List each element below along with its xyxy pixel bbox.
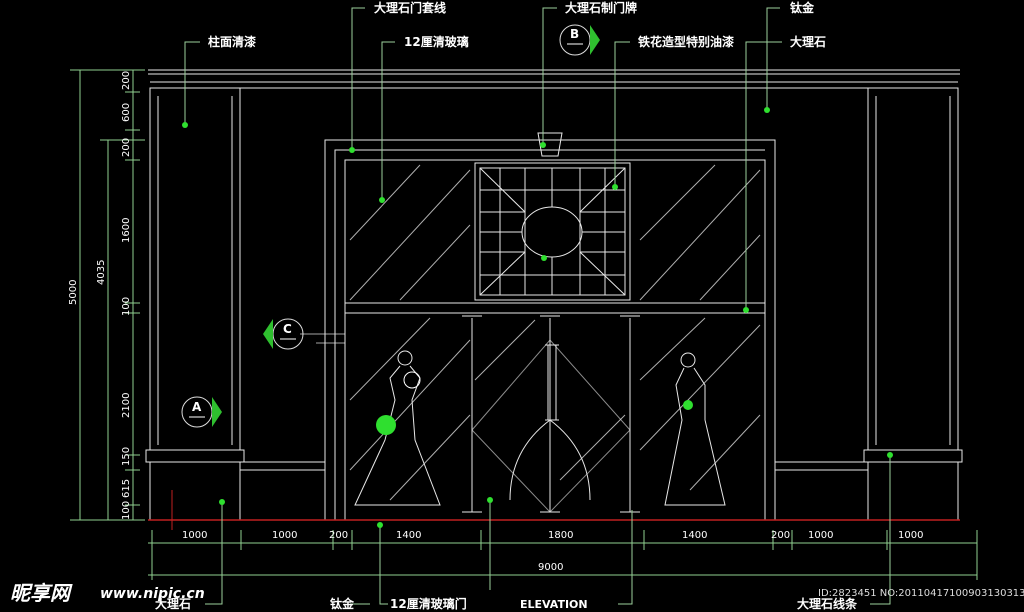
svg-text:100: 100: [121, 297, 132, 316]
vertical-dimensions: 5000 4035 200 600 200 1600 100 2100 150 …: [68, 69, 145, 521]
label-door-trim: 大理石门套线: [374, 0, 446, 15]
left-column: [145, 87, 245, 520]
svg-text:615: 615: [121, 479, 132, 498]
svg-text:1600: 1600: [121, 218, 132, 243]
label-titanium-bottom: 钛金: [330, 596, 355, 611]
watermark-site: 昵享网: [10, 581, 73, 605]
door-plate: [537, 132, 563, 157]
svg-text:1000: 1000: [182, 530, 207, 541]
figure-woman: [664, 352, 726, 506]
svg-text:5000: 5000: [68, 280, 79, 305]
label-marble-bottom: 大理石: [155, 596, 191, 611]
svg-text:150: 150: [121, 447, 132, 466]
iron-ornament: [474, 162, 631, 301]
watermark-url: www.nipic.cn: [100, 586, 205, 602]
svg-text:200: 200: [121, 71, 132, 90]
svg-text:2100: 2100: [121, 393, 132, 418]
svg-text:1000: 1000: [272, 530, 297, 541]
svg-text:1800: 1800: [548, 530, 573, 541]
right-column: [863, 87, 963, 520]
svg-text:1400: 1400: [396, 530, 421, 541]
section-mark-c: C: [263, 318, 345, 350]
svg-text:200: 200: [121, 138, 132, 157]
label-iron-flower: 铁花造型特别油漆: [638, 34, 734, 49]
glass-doors: [462, 315, 640, 513]
svg-text:100: 100: [121, 501, 132, 520]
svg-text:1000: 1000: [808, 530, 833, 541]
svg-text:9000: 9000: [538, 562, 563, 573]
label-marble-strip: 大理石线条: [797, 596, 858, 611]
svg-text:4035: 4035: [96, 260, 107, 285]
figure-bride: [354, 350, 441, 506]
svg-text:200: 200: [771, 530, 790, 541]
horizontal-dimensions: 1000 1000 200 1400 1800 1400 200 1000 10…: [148, 530, 978, 580]
drawing-title: ELEVATION: [520, 598, 588, 611]
svg-text:C: C: [283, 322, 292, 336]
label-titanium: 钛金: [790, 0, 815, 15]
svg-text:1400: 1400: [682, 530, 707, 541]
wainscot-lines: [240, 461, 868, 471]
label-glass-door: 12厘清玻璃门: [390, 596, 467, 611]
cornice: [148, 69, 960, 89]
label-door-plate: 大理石制门牌: [565, 0, 637, 15]
svg-text:B: B: [570, 27, 579, 41]
svg-text:200: 200: [329, 530, 348, 541]
svg-text:1000: 1000: [898, 530, 923, 541]
leaders: [182, 7, 893, 605]
watermark-id: ID:2823451 NO:20110417100903130313: [818, 588, 1024, 599]
door-frame: [324, 139, 776, 520]
label-glass-12: 12厘清玻璃: [404, 34, 469, 49]
label-column-paint: 柱面清漆: [208, 34, 256, 49]
svg-text:600: 600: [121, 103, 132, 122]
section-mark-a: A: [181, 396, 222, 428]
label-marble: 大理石: [790, 34, 826, 49]
glass-hatching: [349, 164, 761, 501]
svg-text:A: A: [192, 400, 202, 414]
section-mark-b: B: [559, 24, 600, 56]
